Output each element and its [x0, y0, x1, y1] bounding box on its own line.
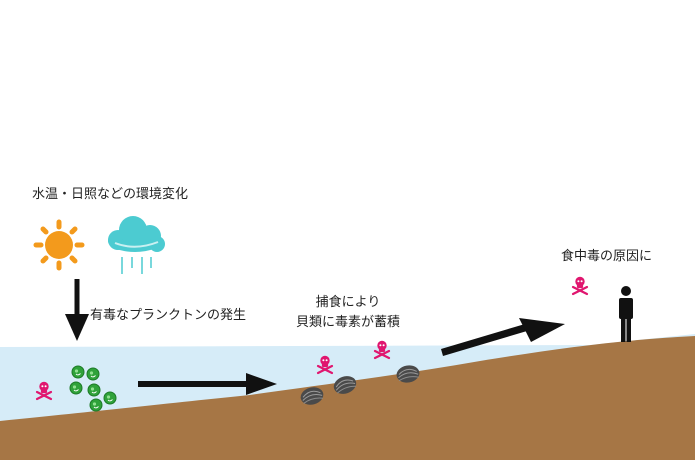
poisoning-cause-label: 食中毒の原因に — [561, 249, 653, 264]
arrow-up-right — [441, 318, 565, 356]
predation-label-line2: 貝類に毒素が蓄積 — [296, 315, 401, 330]
environment-change-label: 水温・日照などの環境変化 — [32, 187, 189, 202]
skull-crossbones-icon — [571, 276, 589, 296]
person-silhouette-icon — [619, 286, 633, 342]
predation-label: 捕食により 貝類に毒素が蓄積 — [296, 293, 400, 333]
arrow-down — [65, 279, 89, 341]
arrow-right — [138, 373, 277, 395]
plankton-label: 有毒なプランクトンの発生 — [90, 308, 247, 323]
sun-icon — [33, 219, 85, 271]
predation-label-line1: 捕食により — [315, 295, 381, 310]
seabed — [0, 336, 695, 460]
rain-cloud-icon — [108, 216, 165, 274]
